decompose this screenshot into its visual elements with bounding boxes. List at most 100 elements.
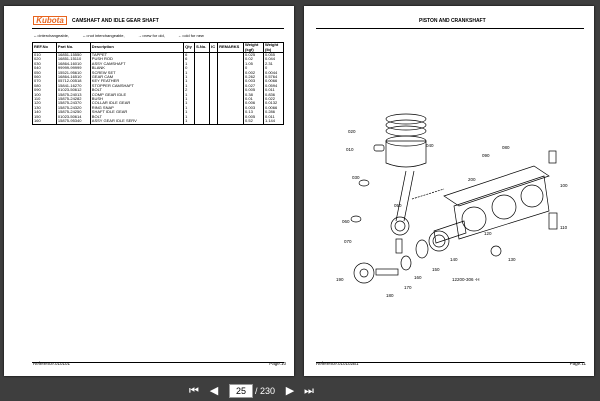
small-part-b bbox=[350, 215, 362, 223]
left-document-page: Kubota CAMSHAFT AND IDLE GEAR SHAFT ↔=in… bbox=[4, 6, 294, 376]
footer-divider bbox=[32, 362, 284, 363]
column-header: Part No. bbox=[55, 42, 91, 53]
connecting-rod bbox=[395, 170, 415, 222]
table-cell bbox=[217, 66, 245, 71]
column-header: Weight (lb) bbox=[262, 42, 285, 53]
skip-to-first-icon[interactable]: ⏮ bbox=[189, 385, 199, 397]
table-cell bbox=[217, 57, 245, 62]
piston-top bbox=[385, 135, 427, 147]
small-part-a bbox=[358, 179, 370, 187]
table-cell: SCREW SET bbox=[89, 70, 185, 76]
figure-code: 12200-306 -H bbox=[452, 277, 480, 282]
table-cell: 0.022 bbox=[262, 96, 285, 102]
table-cell: 0.011 bbox=[262, 114, 285, 120]
crankshaft-body bbox=[453, 175, 550, 240]
table-cell: 160 bbox=[32, 118, 57, 125]
piston-body bbox=[385, 140, 427, 168]
page-number-input[interactable] bbox=[229, 384, 253, 398]
table-cell: SHAFT IDLE GEAR bbox=[89, 109, 185, 115]
callout-040: 040 bbox=[426, 143, 434, 148]
table-cell: 0.836 bbox=[262, 92, 285, 98]
callout-120: 120 bbox=[484, 231, 492, 236]
table-cell: STOPPER CAMSHAFT bbox=[89, 83, 185, 89]
column-header: Weight (kgf) bbox=[243, 42, 264, 53]
next-page-icon[interactable]: ▶ bbox=[285, 385, 295, 397]
crankshaft-top bbox=[443, 165, 550, 207]
table-cell: ASSY CAMSHAFT bbox=[89, 61, 185, 67]
legend-not-interchangeable: ↔=not interchangeable, bbox=[82, 33, 125, 38]
crank-web-3 bbox=[520, 184, 544, 208]
table-cell: 0.52 bbox=[243, 118, 264, 125]
table-cell: COMP GEAR IDLE bbox=[89, 92, 185, 98]
callout-020: 020 bbox=[348, 129, 356, 134]
left-page-number: Page:10 bbox=[269, 361, 286, 366]
table-cell: 0.0594 bbox=[262, 83, 285, 89]
rod-bolt bbox=[395, 238, 403, 254]
table-cell: TAPPET bbox=[89, 52, 185, 58]
table-cell bbox=[217, 101, 245, 106]
table-cell: 1.144 bbox=[262, 118, 285, 125]
callout-170: 170 bbox=[404, 285, 412, 290]
kubota-logo: Kubota bbox=[33, 16, 67, 25]
legend-interchangeable: ↔=interchangeable, bbox=[33, 33, 69, 38]
table-cell bbox=[217, 52, 245, 58]
legend-old-for-new: ←=old for new bbox=[177, 33, 204, 38]
callout-150: 150 bbox=[432, 267, 440, 272]
column-header: REMARKS bbox=[217, 42, 245, 53]
crank-washer bbox=[548, 150, 557, 164]
table-cell: 0 bbox=[262, 65, 285, 71]
table-cell: 0.5764 bbox=[262, 74, 285, 80]
table-cell bbox=[217, 97, 245, 102]
right-page-title: PISTON AND CRANKSHAFT bbox=[419, 18, 486, 24]
table-cell bbox=[217, 75, 245, 80]
table-cell: 0.055 bbox=[262, 52, 285, 58]
right-reference: Reference:010102B1 bbox=[316, 361, 359, 366]
header-divider bbox=[316, 28, 584, 29]
callout-180: 180 bbox=[386, 293, 394, 298]
crank-bearing bbox=[548, 212, 558, 230]
table-cell bbox=[217, 119, 245, 125]
rod-bearing bbox=[394, 220, 406, 232]
table-cell bbox=[217, 88, 245, 93]
pulley-hub bbox=[359, 268, 369, 278]
column-header: Qty bbox=[183, 42, 196, 53]
callout-110: 110 bbox=[560, 225, 568, 230]
exploded-parts-diagram: 020 010 040 030 060 070 050 080 090 100 … bbox=[336, 113, 568, 298]
callout-090: 090 bbox=[482, 153, 490, 158]
piston-ring-3 bbox=[385, 125, 427, 137]
crank-key bbox=[490, 245, 502, 257]
crank-gear bbox=[428, 230, 450, 252]
callout-160: 160 bbox=[414, 275, 422, 280]
table-cell bbox=[217, 83, 245, 89]
crank-nose bbox=[433, 220, 467, 244]
skip-to-last-icon[interactable]: ⏭ bbox=[304, 385, 314, 397]
interchangeability-legend: ↔=interchangeable, ↔=not interchangeable… bbox=[33, 33, 216, 38]
callout-130: 130 bbox=[508, 257, 516, 262]
crank-gear-hub bbox=[432, 234, 446, 248]
callout-010: 010 bbox=[346, 147, 354, 152]
table-cell bbox=[217, 70, 245, 76]
table-cell: BOLT bbox=[89, 87, 185, 93]
table-cell: BOLT bbox=[89, 114, 185, 120]
crank-web-1 bbox=[461, 206, 487, 232]
previous-page-icon[interactable]: ◀ bbox=[209, 385, 219, 397]
table-cell bbox=[217, 61, 245, 67]
table-cell: 0.0132 bbox=[262, 101, 285, 106]
table-cell: BLANK bbox=[89, 65, 185, 71]
crank-gear-group bbox=[353, 230, 450, 284]
table-cell bbox=[217, 105, 245, 111]
column-header: REF.No bbox=[32, 42, 57, 53]
pdf-navigation-toolbar: ⏮ ◀ / 230 ▶ ⏭ bbox=[0, 381, 600, 401]
